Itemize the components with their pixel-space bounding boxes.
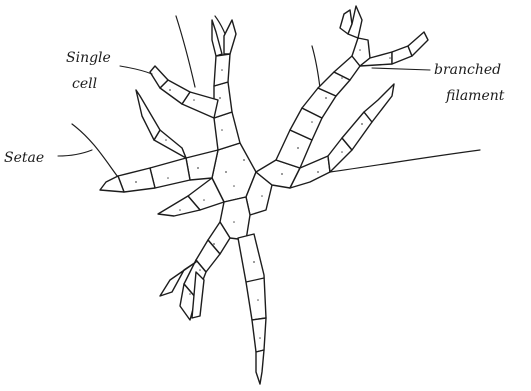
label-single-line1: Single (66, 50, 111, 66)
labels: Single cell Setae branched filament (4, 50, 505, 166)
rlow-tip (364, 84, 394, 122)
label-branched-line2: filament (445, 88, 505, 104)
label-branched-line1: branched (434, 62, 501, 78)
lower-axis-cell-1 (238, 234, 266, 320)
rlow-cell-3 (342, 112, 372, 150)
seta-upper-right (312, 46, 320, 88)
leader-setae (58, 150, 92, 156)
leader-branched-filament (372, 68, 430, 70)
left-cell-3 (118, 168, 155, 192)
upper-left-branch (136, 20, 240, 158)
label-single-line2: cell (72, 76, 97, 92)
seta-upper-left (176, 16, 195, 87)
left-branch (100, 148, 218, 192)
central-axis (212, 143, 300, 384)
leader-single-cell (120, 66, 152, 74)
seta-right (330, 150, 480, 172)
ul-finger-1 (154, 130, 186, 158)
lower-axis-tip (256, 350, 264, 384)
lower-axis-cell-2 (252, 318, 266, 352)
seta-left (72, 124, 124, 185)
left-cell-2 (150, 158, 190, 188)
ul-cell-tip-b (224, 20, 236, 54)
left-cell-1 (186, 150, 218, 180)
ul-finger-tip (136, 90, 160, 140)
label-setae: Setae (4, 150, 44, 166)
lower-left-branch (158, 178, 230, 320)
ul-cell-1 (214, 112, 240, 150)
rl-tip (408, 32, 428, 56)
